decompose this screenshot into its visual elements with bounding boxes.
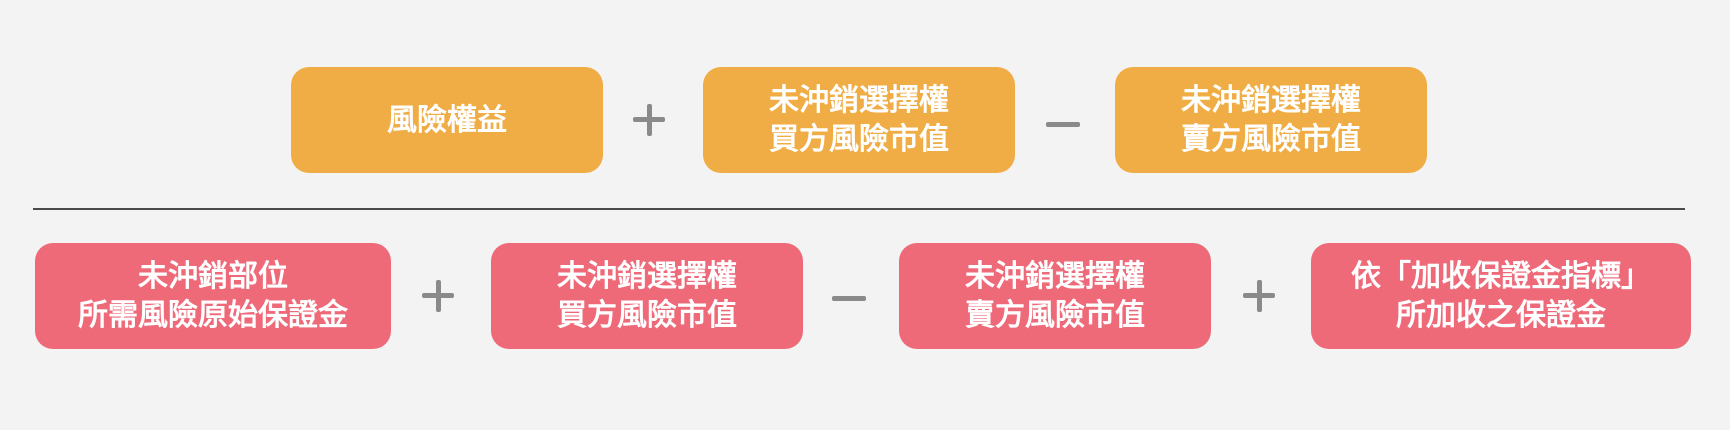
plus-operator-top-1 xyxy=(629,100,669,140)
buyer-option-value-box-top: 未沖銷選擇權 買方風險市值 xyxy=(703,67,1015,173)
minus-operator-top-1 xyxy=(1043,105,1083,145)
seller-option-value-box-top: 未沖銷選擇權 賣方風險市值 xyxy=(1115,67,1427,173)
additional-margin-line2: 所加收之保證金 xyxy=(1396,298,1606,333)
buyer-option-value-line2: 買方風險市值 xyxy=(769,122,949,157)
buyer-option-value-line2: 買方風險市值 xyxy=(557,298,737,333)
seller-option-value-box-bottom: 未沖銷選擇權 賣方風險市值 xyxy=(899,243,1211,349)
additional-margin-box: 依「加收保證金指標」 所加收之保證金 xyxy=(1311,243,1691,349)
seller-option-value-line2: 賣方風險市值 xyxy=(1181,122,1361,157)
plus-operator-bottom-2 xyxy=(1239,276,1279,316)
initial-margin-line1: 未沖銷部位 xyxy=(138,259,288,294)
initial-margin-line2: 所需風險原始保證金 xyxy=(78,298,348,333)
buyer-option-value-line1: 未沖銷選擇權 xyxy=(769,83,949,118)
initial-margin-box: 未沖銷部位 所需風險原始保證金 xyxy=(35,243,391,349)
equity-label: 風險權益 xyxy=(387,102,507,138)
seller-option-value-line1: 未沖銷選擇權 xyxy=(965,259,1145,294)
minus-operator-bottom-1 xyxy=(829,279,869,319)
additional-margin-line1: 依「加收保證金指標」 xyxy=(1351,259,1651,294)
seller-option-value-line1: 未沖銷選擇權 xyxy=(1181,83,1361,118)
plus-operator-bottom-1 xyxy=(418,276,458,316)
equity-box: 風險權益 xyxy=(291,67,603,173)
seller-option-value-line2: 賣方風險市值 xyxy=(965,298,1145,333)
fraction-divider-line xyxy=(33,208,1685,210)
buyer-option-value-line1: 未沖銷選擇權 xyxy=(557,259,737,294)
buyer-option-value-box-bottom: 未沖銷選擇權 買方風險市值 xyxy=(491,243,803,349)
